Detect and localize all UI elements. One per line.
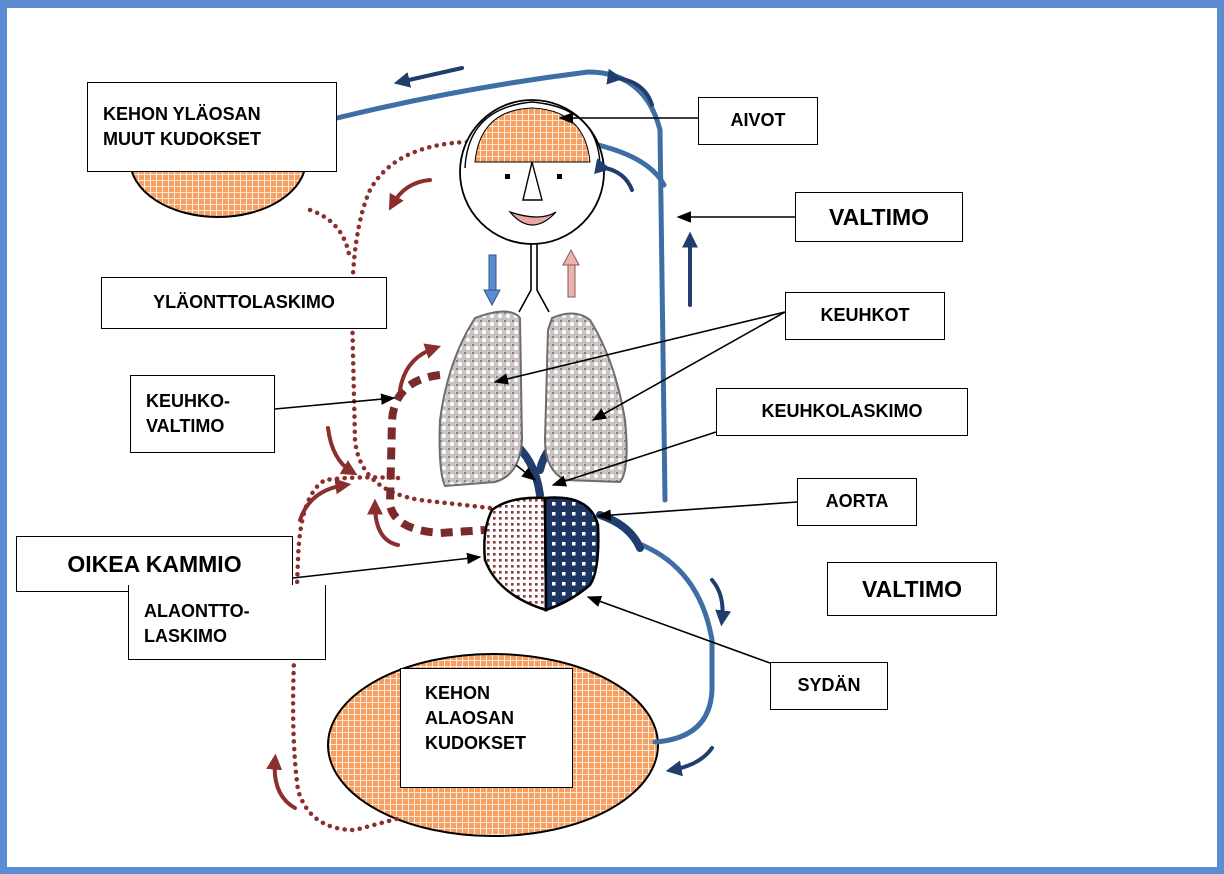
label-artery-top: VALTIMO [795, 192, 963, 242]
right-ventricle-label-text: OIKEA KAMMIO [67, 548, 241, 580]
upper-tissues-line-2: MUUT KUDOKSET [103, 127, 336, 152]
lower-tissues-line-1: KEHON [425, 681, 572, 706]
artery-bottom-label-text: VALTIMO [862, 573, 962, 605]
aorta-label-text: AORTA [826, 489, 889, 514]
brain-label-text: AIVOT [730, 108, 785, 133]
head [460, 100, 604, 244]
label-aorta: AORTA [797, 478, 917, 526]
lower-tissues-line-2: ALAOSAN [425, 706, 572, 731]
label-pulmonary-artery: KEUHKO- VALTIMO [130, 375, 275, 453]
label-pulmonary-vein: KEUHKOLASKIMO [716, 388, 968, 436]
upper-tissues-line-1: KEHON YLÄOSAN [103, 102, 336, 127]
trachea [519, 240, 549, 312]
label-lower-body-tissues: KEHON ALAOSAN KUDOKSET [400, 668, 573, 788]
artery-top-label-text: VALTIMO [829, 201, 929, 233]
pulmonary-artery-line-2: VALTIMO [146, 414, 274, 439]
pulmonary-artery-line-1: KEUHKO- [146, 389, 274, 414]
ivc-line-2: LASKIMO [144, 624, 325, 649]
pulmonary-vein-label-text: KEUHKOLASKIMO [762, 399, 923, 424]
label-lungs: KEUHKOT [785, 292, 945, 340]
label-right-ventricle: OIKEA KAMMIO [16, 536, 293, 592]
lungs-label-text: KEUHKOT [821, 303, 910, 328]
label-heart: SYDÄN [770, 662, 888, 710]
heart-label-text: SYDÄN [797, 673, 860, 698]
lower-tissues-line-3: KUDOKSET [425, 731, 572, 756]
label-upper-body-tissues: KEHON YLÄOSAN MUUT KUDOKSET [87, 82, 337, 172]
svc-label-text: YLÄONTTOLASKIMO [153, 290, 335, 315]
label-inferior-vena-cava: ALAONTTO- LASKIMO [128, 585, 326, 660]
label-artery-bottom: VALTIMO [827, 562, 997, 616]
ivc-line-1: ALAONTTO- [144, 599, 325, 624]
label-superior-vena-cava: YLÄONTTOLASKIMO [101, 277, 387, 329]
label-brain: AIVOT [698, 97, 818, 145]
heart [484, 498, 598, 610]
lungs [440, 312, 627, 487]
